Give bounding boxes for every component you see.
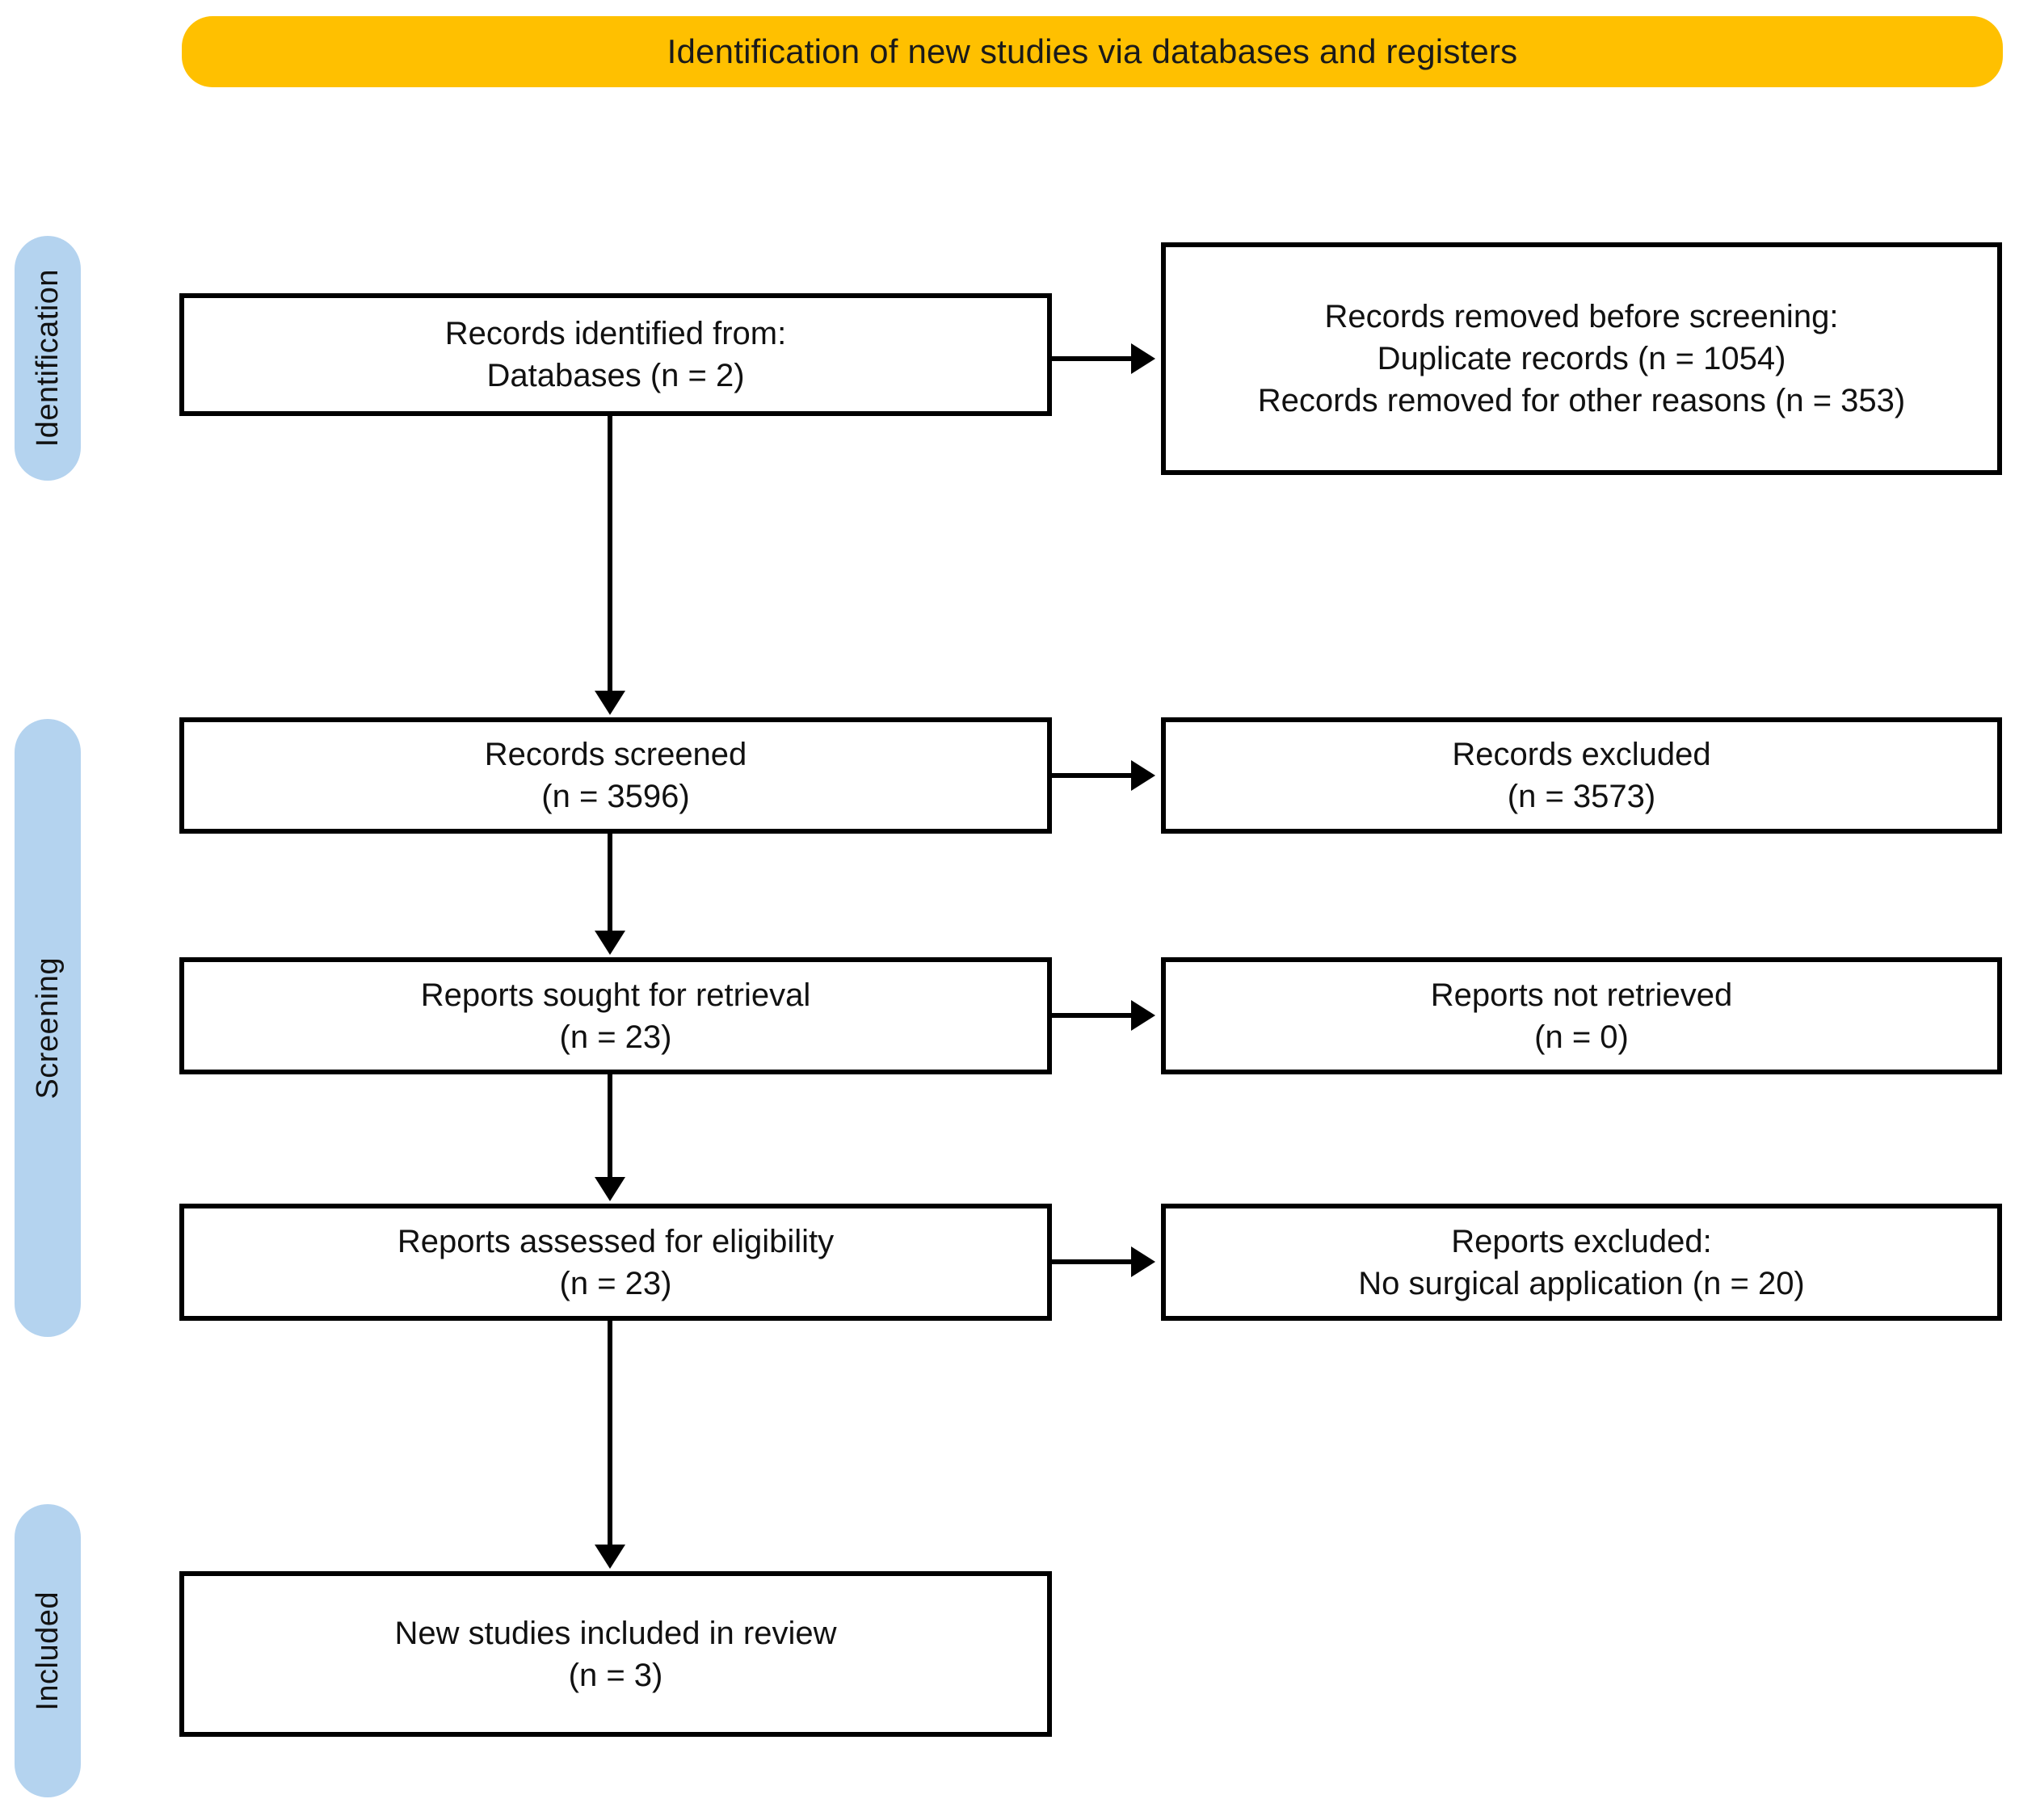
stage-label-included: Included bbox=[30, 1591, 65, 1711]
stage-pill-included: Included bbox=[15, 1504, 81, 1797]
box-reports-assessed-line1: Reports assessed for eligibility bbox=[397, 1223, 835, 1259]
connector-identified-to-screened-line bbox=[608, 416, 612, 695]
box-records-screened-line2: (n = 3596) bbox=[541, 779, 690, 814]
box-records-removed-line1: Records removed before screening: bbox=[1324, 299, 1839, 334]
box-reports-not-retrieved: Reports not retrieved (n = 0) bbox=[1161, 957, 2002, 1074]
box-records-screened: Records screened (n = 3596) bbox=[179, 717, 1052, 834]
box-reports-assessed-line2: (n = 23) bbox=[559, 1265, 672, 1301]
arrow-right-icon bbox=[1131, 760, 1155, 791]
box-records-removed: Records removed before screening: Duplic… bbox=[1161, 242, 2002, 475]
connector-sought-to-notretrieved-line bbox=[1052, 1013, 1137, 1018]
arrow-down-icon bbox=[595, 931, 625, 955]
arrow-down-icon bbox=[595, 1177, 625, 1201]
diagram-header-banner: Identification of new studies via databa… bbox=[182, 16, 2003, 87]
box-reports-not-retrieved-line2: (n = 0) bbox=[1534, 1019, 1629, 1055]
connector-screened-to-excluded-line bbox=[1052, 773, 1137, 778]
box-records-excluded-line2: (n = 3573) bbox=[1507, 779, 1656, 814]
box-reports-excluded-line1: Reports excluded: bbox=[1451, 1223, 1712, 1259]
connector-assessed-to-included-line bbox=[608, 1321, 612, 1545]
stage-label-identification: Identification bbox=[30, 269, 65, 448]
arrow-right-icon bbox=[1131, 343, 1155, 374]
box-reports-sought: Reports sought for retrieval (n = 23) bbox=[179, 957, 1052, 1074]
box-records-identified: Records identified from: Databases (n = … bbox=[179, 293, 1052, 416]
box-reports-not-retrieved-line1: Reports not retrieved bbox=[1430, 977, 1733, 1013]
box-records-identified-line1: Records identified from: bbox=[444, 316, 787, 351]
connector-assessed-to-repexcluded-line bbox=[1052, 1259, 1137, 1264]
diagram-title: Identification of new studies via databa… bbox=[667, 32, 1518, 70]
connector-sought-to-assessed-line bbox=[608, 1074, 612, 1178]
box-reports-assessed: Reports assessed for eligibility (n = 23… bbox=[179, 1204, 1052, 1321]
box-new-studies-included-line1: New studies included in review bbox=[394, 1615, 837, 1651]
box-records-removed-line3: Records removed for other reasons (n = 3… bbox=[1257, 383, 1906, 418]
box-new-studies-included: New studies included in review (n = 3) bbox=[179, 1571, 1052, 1737]
box-reports-sought-line1: Reports sought for retrieval bbox=[420, 977, 811, 1013]
box-records-excluded: Records excluded (n = 3573) bbox=[1161, 717, 2002, 834]
stage-label-screening: Screening bbox=[30, 956, 65, 1099]
arrow-down-icon bbox=[595, 691, 625, 715]
connector-identified-to-removed-line bbox=[1052, 356, 1137, 361]
stage-pill-screening: Screening bbox=[15, 719, 81, 1337]
arrow-right-icon bbox=[1131, 1000, 1155, 1031]
connector-screened-to-sought-line bbox=[608, 834, 612, 931]
box-reports-sought-line2: (n = 23) bbox=[559, 1019, 672, 1055]
box-records-excluded-line1: Records excluded bbox=[1452, 737, 1711, 772]
box-records-removed-line2: Duplicate records (n = 1054) bbox=[1377, 341, 1786, 376]
box-new-studies-included-line2: (n = 3) bbox=[568, 1657, 663, 1693]
stage-pill-identification: Identification bbox=[15, 236, 81, 481]
arrow-right-icon bbox=[1131, 1246, 1155, 1277]
box-records-screened-line1: Records screened bbox=[484, 737, 747, 772]
box-reports-excluded: Reports excluded: No surgical applicatio… bbox=[1161, 1204, 2002, 1321]
box-reports-excluded-line2: No surgical application (n = 20) bbox=[1358, 1265, 1805, 1301]
box-records-identified-line2: Databases (n = 2) bbox=[486, 358, 745, 393]
arrow-down-icon bbox=[595, 1545, 625, 1569]
